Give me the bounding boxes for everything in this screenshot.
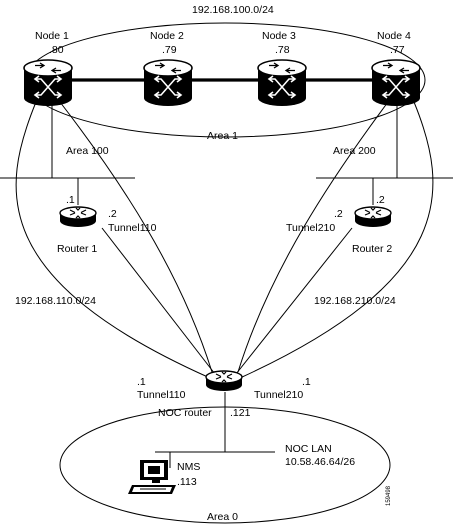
- noc-tunnel210-label: Tunnel210: [254, 389, 303, 401]
- router-1-name: Router 1: [57, 243, 97, 255]
- node-2-switch-icon: [143, 59, 193, 107]
- router-2-left-ip: .2: [334, 208, 343, 220]
- nms-label: NMS: [177, 461, 200, 473]
- tunnel-210-outer: [239, 101, 434, 379]
- figure-id: 159498: [386, 485, 392, 506]
- router-1-tunnel-label: Tunnel110: [108, 222, 157, 234]
- node-1-ip: .80: [49, 44, 64, 56]
- router-2-icon: [354, 206, 392, 228]
- node-4-switch-icon: [371, 59, 421, 107]
- node-3-name: Node 3: [262, 30, 296, 42]
- nms-workstation-icon: [128, 460, 176, 494]
- router-2-right-ip: .2: [376, 194, 385, 206]
- area-200-label: Area 200: [333, 145, 376, 157]
- router-1-left-ip: .1: [66, 194, 75, 206]
- noc-left-ip: .1: [137, 376, 146, 388]
- noc-tunnel110-label: Tunnel110: [137, 389, 186, 401]
- nms-ip: .113: [177, 476, 197, 488]
- node-4-ip: .77: [390, 44, 405, 56]
- tunnel-210-inner: [237, 101, 389, 373]
- router1-noc-link: [101, 227, 216, 375]
- node-1-switch-icon: [23, 59, 73, 107]
- area-100-label: Area 100: [66, 145, 109, 157]
- router-1-icon: [59, 206, 97, 228]
- node-3-switch-icon: [257, 59, 307, 107]
- noc-router-ip: .121: [230, 407, 251, 419]
- area-1-label: Area 1: [207, 130, 238, 142]
- net-210-label: 192.168.210.0/24: [314, 295, 396, 307]
- noc-router-name: NOC router: [158, 407, 212, 419]
- node-3-ip: .78: [275, 44, 290, 56]
- tunnel-110-outer: [15, 101, 211, 379]
- network-links: [0, 22, 453, 524]
- router-1-right-ip: .2: [108, 208, 117, 220]
- router-2-tunnel-label: Tunnel210: [286, 222, 335, 234]
- area-0-label: Area 0: [207, 511, 238, 523]
- noc-router-icon: [205, 370, 243, 392]
- noc-lan-net: 10.58.46.64/26: [285, 456, 355, 468]
- diagram-labels: 192.168.100.0/24 Node 1 .80 Node 2 .79 N…: [15, 4, 411, 523]
- router2-noc-link: [235, 227, 353, 375]
- tunnel-110-inner: [59, 101, 213, 373]
- net-top-label: 192.168.100.0/24: [192, 4, 274, 16]
- node-2-ip: .79: [162, 44, 177, 56]
- noc-right-ip: .1: [302, 376, 311, 388]
- node-1-name: Node 1: [35, 30, 69, 42]
- net-110-label: 192.168.110.0/24: [15, 295, 96, 307]
- node-4-name: Node 4: [377, 30, 411, 42]
- router-2-name: Router 2: [352, 243, 392, 255]
- node-2-name: Node 2: [150, 30, 184, 42]
- noc-lan-label: NOC LAN: [285, 443, 332, 455]
